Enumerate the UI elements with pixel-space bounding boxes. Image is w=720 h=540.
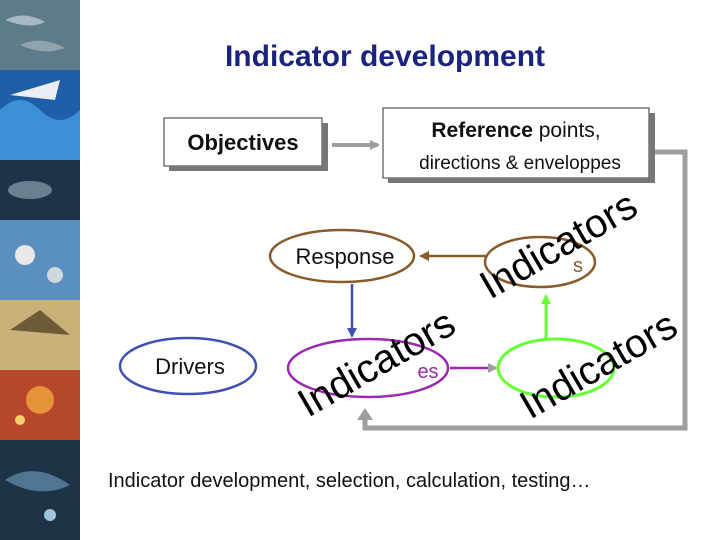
pressures-node [286,337,450,399]
svg-text:Reference points,: Reference points, [431,119,600,142]
caption-text: Indicator development, selection, calcul… [108,470,591,492]
drivers-label: Drivers [155,354,225,379]
page-title: Indicator development [224,40,546,73]
reference-label-rest: points, [533,119,601,142]
pressures-label-partial: es [417,361,438,383]
reference-node: Reference points, directions & enveloppe… [382,107,655,183]
state-node [483,235,597,289]
objectives-node: Objectives [163,117,328,171]
impact-node [496,337,616,399]
response-node [268,228,416,284]
drivers-node [118,336,258,396]
state-label-partial: s [573,255,583,277]
response-label: Response [295,244,394,269]
reference-label-main: Reference [431,119,533,142]
reference-label-line2: directions & enveloppes [419,153,621,174]
feedback-loop-arrowhead [357,408,373,420]
decorative-art-strip [0,0,80,540]
feedback-loop-arrow [362,149,688,431]
objectives-label: Objectives [187,130,298,155]
